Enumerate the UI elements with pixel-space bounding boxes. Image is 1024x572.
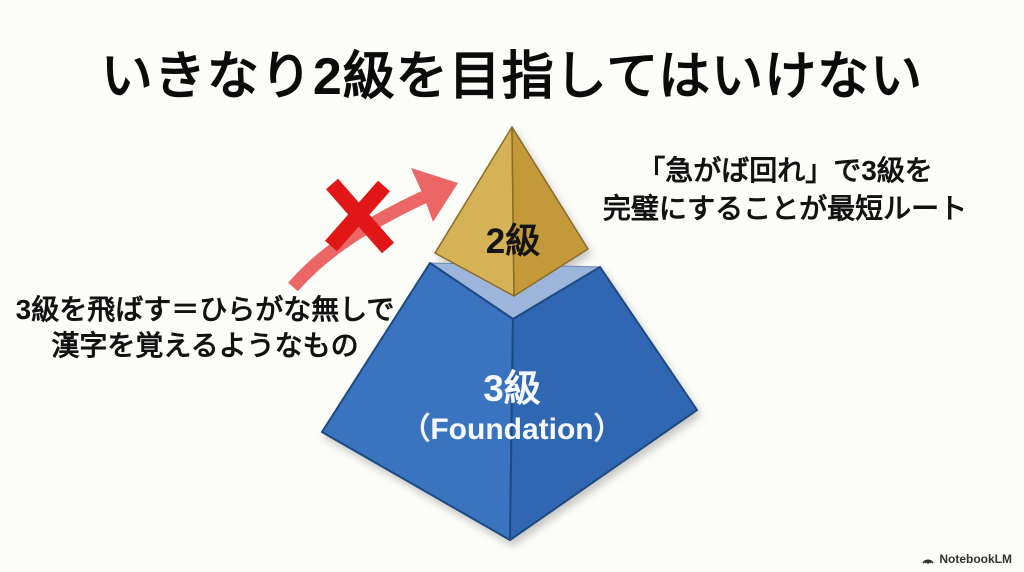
x-stroke-2 — [325, 180, 390, 252]
frustum-right-face — [509, 266, 698, 541]
top-tier-label: 2級 — [485, 222, 541, 261]
right-annotation: 「急がば回れ」で3級を 完璧にすることが最短ルート — [585, 152, 985, 228]
right-annotation-line1: 「急がば回れ」で3級を — [637, 155, 933, 186]
prohibition-x-icon — [325, 178, 395, 254]
watermark-label: NotebookLM — [939, 552, 1012, 566]
pyramid-shape — [321, 126, 698, 541]
skip-arrow-head — [411, 168, 458, 222]
base-tier-label: 3級 （Foundation） — [312, 368, 712, 447]
left-annotation: 3級を飛ばす＝ひらがな無しで 漢字を覚えるようなもの — [5, 292, 405, 364]
notebooklm-logo-icon — [922, 559, 935, 564]
gold-right-face — [511, 126, 589, 297]
right-annotation-line2: 完璧にすることが最短ルート — [602, 193, 968, 224]
base-tier-label-line2: （Foundation） — [400, 413, 624, 446]
left-annotation-line2: 漢字を覚えるようなもの — [51, 330, 359, 361]
slide-title: いきなり2級を目指してはいけない — [100, 48, 924, 106]
left-annotation-line1: 3級を飛ばす＝ひらがな無しで — [15, 294, 395, 325]
watermark: NotebookLM — [921, 552, 1012, 566]
base-tier-label-line1: 3級 — [483, 368, 541, 409]
